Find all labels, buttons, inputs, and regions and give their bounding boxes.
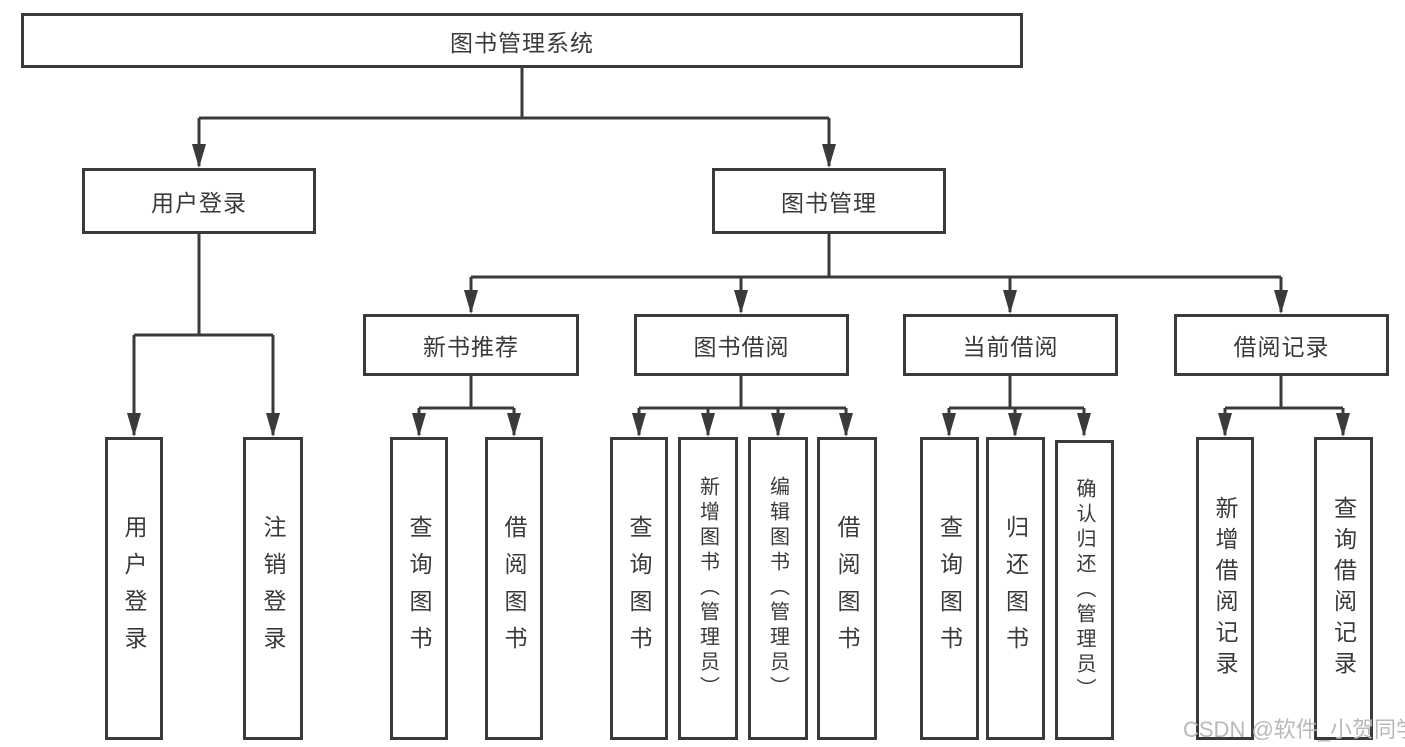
node-label: 查询图书	[936, 514, 963, 663]
csdn-watermark: CSDN @软件_小贺同学	[1183, 717, 1405, 742]
leaf-query-borrow-record: 查询借阅记录	[1314, 437, 1373, 740]
node-label: 新增借阅记录	[1212, 495, 1238, 682]
node-label: 图书管理系统	[450, 29, 594, 56]
node-library-management-system: 图书管理系统	[21, 13, 1023, 68]
node-label: 用户登录	[151, 190, 247, 216]
node-label: 确认归还（管理员）	[1073, 477, 1095, 703]
node-label: 新书推荐	[423, 334, 519, 360]
node-new-book-recommend: 新书推荐	[363, 314, 579, 376]
node-label: 新增图书（管理员）	[696, 476, 719, 701]
connector-new-book-split	[419, 376, 514, 410]
node-label: 归还图书	[1002, 514, 1029, 663]
node-label: 注销登录	[260, 514, 286, 663]
leaf-borrow-books-2: 借阅图书	[817, 437, 877, 740]
node-book-borrowing: 图书借阅	[634, 314, 849, 376]
node-label: 借阅图书	[834, 514, 860, 663]
node-book-management-branch: 图书管理	[712, 168, 946, 234]
node-label: 图书管理	[781, 190, 877, 216]
node-label: 借阅图书	[501, 514, 527, 663]
node-label: 图书借阅	[693, 334, 790, 360]
node-label: 借阅记录	[1233, 334, 1330, 360]
connector-borrowing-records-split	[1225, 376, 1343, 410]
leaf-add-borrow-record: 新增借阅记录	[1196, 437, 1254, 740]
leaf-logout: 注销登录	[243, 437, 303, 740]
leaf-query-books-2: 查询图书	[610, 437, 668, 740]
node-borrowing-records: 借阅记录	[1174, 314, 1389, 376]
node-label: 当前借阅	[962, 334, 1059, 360]
leaf-query-books-3: 查询图书	[920, 437, 979, 740]
connector-root-split	[199, 68, 829, 120]
leaf-confirm-return-admin: 确认归还（管理员）	[1055, 440, 1114, 740]
node-label: 查询图书	[406, 514, 432, 663]
connector-book-borrowing-split	[639, 376, 846, 410]
node-label: 编辑图书（管理员）	[766, 476, 789, 701]
leaf-add-books-admin: 新增图书（管理员）	[678, 437, 738, 740]
connector-current-borrowing-split	[949, 376, 1084, 410]
node-label: 查询图书	[626, 514, 652, 663]
connector-user-login-split	[134, 234, 273, 337]
node-label: 用户登录	[121, 514, 147, 663]
leaf-user-login: 用户登录	[105, 437, 163, 740]
leaf-edit-books-admin: 编辑图书（管理员）	[748, 437, 808, 740]
node-current-borrowing: 当前借阅	[903, 314, 1118, 376]
connector-book-management-split	[471, 234, 1281, 279]
leaf-borrow-books-1: 借阅图书	[485, 437, 543, 740]
leaf-query-books-1: 查询图书	[390, 437, 448, 740]
node-label: 查询借阅记录	[1330, 495, 1357, 682]
node-user-login-branch: 用户登录	[82, 168, 316, 234]
leaf-return-books: 归还图书	[986, 437, 1045, 740]
